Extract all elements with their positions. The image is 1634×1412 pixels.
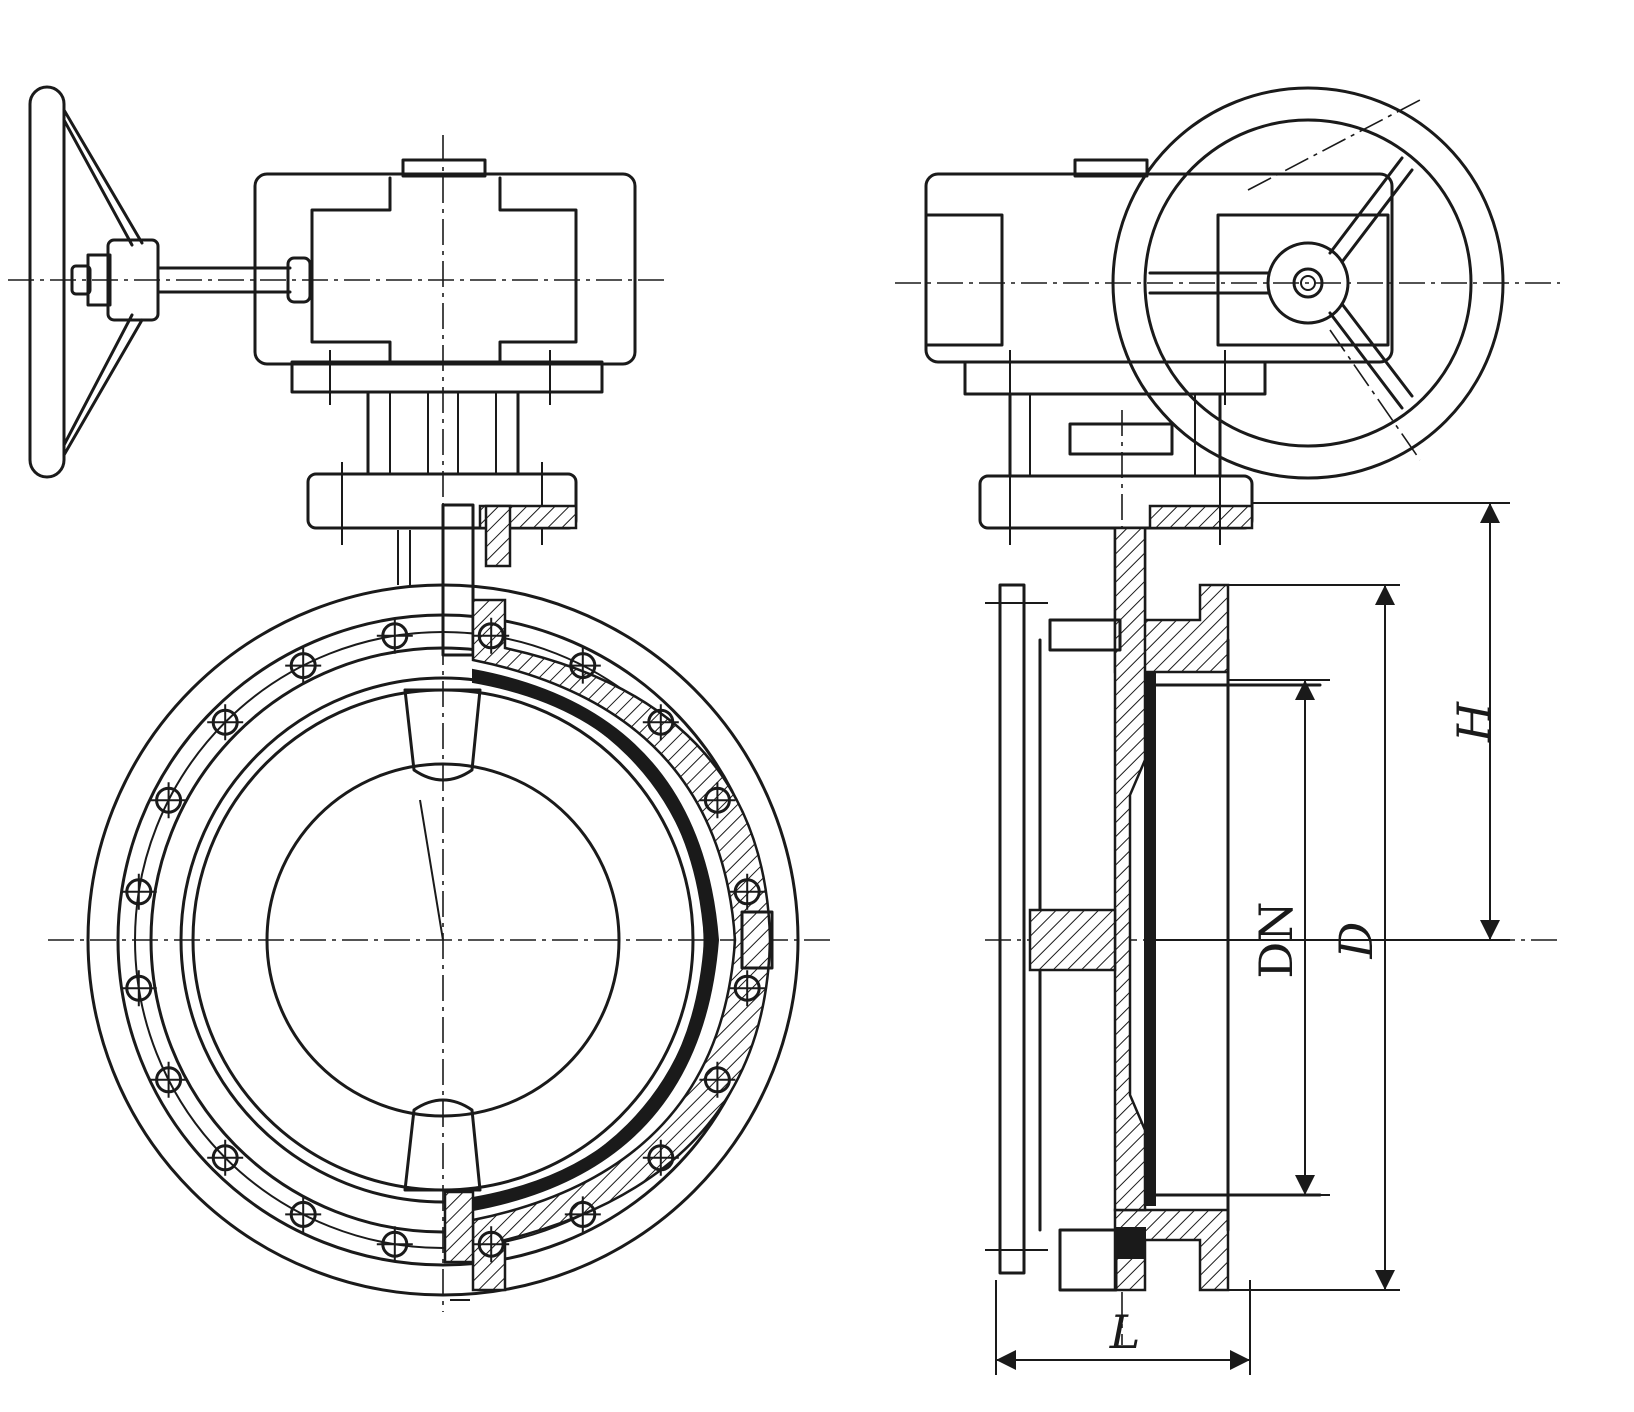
side-body-section bbox=[985, 526, 1322, 1292]
bolt-hole-cross bbox=[642, 704, 679, 741]
length-label: L bbox=[1109, 1305, 1141, 1359]
front-top-flange bbox=[306, 462, 578, 568]
bolt-hole-cross bbox=[150, 1061, 187, 1098]
front-stem bbox=[441, 503, 475, 657]
front-view bbox=[8, 85, 830, 1312]
bolt-hole-cross bbox=[642, 1139, 679, 1176]
bolt-hole-cross bbox=[120, 970, 157, 1007]
bolt-hole-cross bbox=[473, 1226, 510, 1263]
front-handwheel bbox=[28, 85, 312, 479]
bolt-hole-cross bbox=[699, 1061, 736, 1098]
bolt-hole-cross bbox=[207, 1139, 244, 1176]
nominal-diameter-label: DN bbox=[1249, 901, 1303, 978]
outer-diameter-label: D bbox=[1329, 922, 1383, 960]
front-disc-hubs bbox=[403, 688, 482, 1301]
front-gearbox bbox=[253, 158, 637, 405]
side-handwheel bbox=[1111, 86, 1505, 480]
bolt-hole-cross bbox=[120, 873, 157, 910]
front-bolt-holes bbox=[120, 617, 766, 1263]
bolt-hole-cross bbox=[473, 617, 510, 654]
side-stem-support bbox=[1008, 392, 1222, 478]
bolt-hole-cross bbox=[285, 647, 322, 684]
height-label: H bbox=[1447, 701, 1501, 743]
bolt-hole-cross bbox=[376, 617, 413, 654]
bolt-hole-cross bbox=[699, 782, 736, 819]
bolt-hole-cross bbox=[207, 704, 244, 741]
bolt-hole-cross bbox=[376, 1226, 413, 1263]
front-body-section bbox=[471, 598, 774, 1292]
bolt-hole-cross bbox=[564, 647, 601, 684]
bolt-hole-cross bbox=[150, 782, 187, 819]
side-view: H DN D L bbox=[895, 86, 1560, 1375]
bolt-hole-cross bbox=[285, 1196, 322, 1233]
bolt-hole-cross bbox=[564, 1196, 601, 1233]
dimension-lines bbox=[995, 502, 1510, 1375]
bolt-hole-cross bbox=[729, 970, 766, 1007]
bolt-hole-cross bbox=[729, 873, 766, 910]
